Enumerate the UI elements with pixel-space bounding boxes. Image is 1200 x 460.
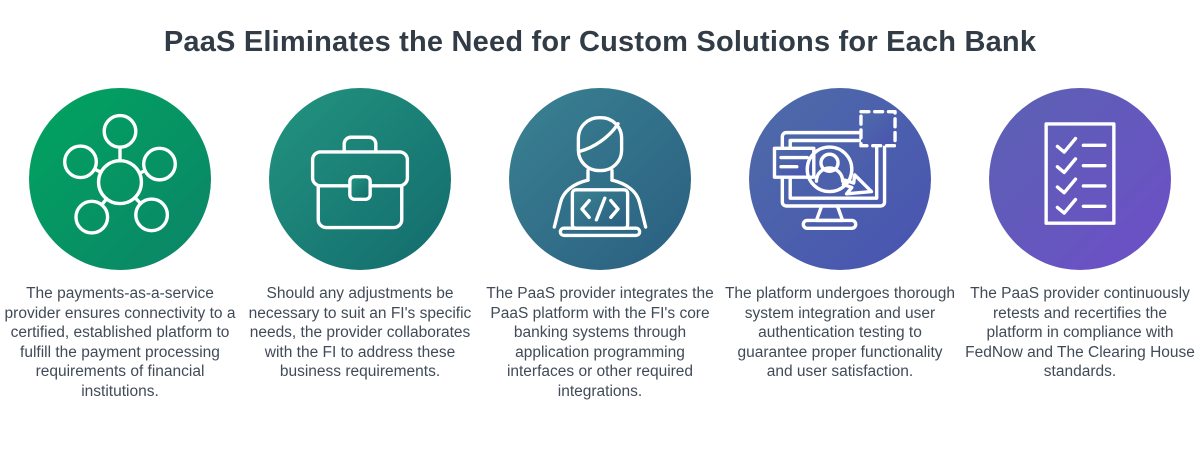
step-description: Should any adjustments be necessary to s… [248, 285, 472, 380]
step-testing: The platform undergoes thorough system i… [720, 88, 960, 401]
step-description: The platform undergoes thorough system i… [724, 285, 956, 380]
step-badge [749, 88, 931, 270]
step-badge [269, 88, 451, 270]
step-description: The payments-as-a-service provider ensur… [4, 285, 236, 400]
developer-laptop-icon [552, 116, 648, 238]
step-badge [509, 88, 691, 270]
step-recertification: The PaaS provider continuously retests a… [960, 88, 1200, 401]
network-hub-icon [63, 113, 177, 235]
steps-row: The payments-as-a-service provider ensur… [0, 88, 1200, 401]
step-description: The PaaS provider integrates the PaaS pl… [486, 285, 714, 400]
step-badge [29, 88, 211, 270]
page-title: PaaS Eliminates the Need for Custom Solu… [163, 26, 1037, 58]
step-integration: The PaaS provider integrates the PaaS pl… [480, 88, 720, 401]
step-badge [989, 88, 1171, 270]
step-connectivity: The payments-as-a-service provider ensur… [0, 88, 240, 401]
step-adjustments: Should any adjustments be necessary to s… [240, 88, 480, 401]
briefcase-icon [310, 135, 410, 230]
checklist-icon [1044, 122, 1116, 225]
monitor-user-testing-icon [772, 109, 897, 230]
step-description: The PaaS provider continuously retests a… [965, 285, 1195, 380]
